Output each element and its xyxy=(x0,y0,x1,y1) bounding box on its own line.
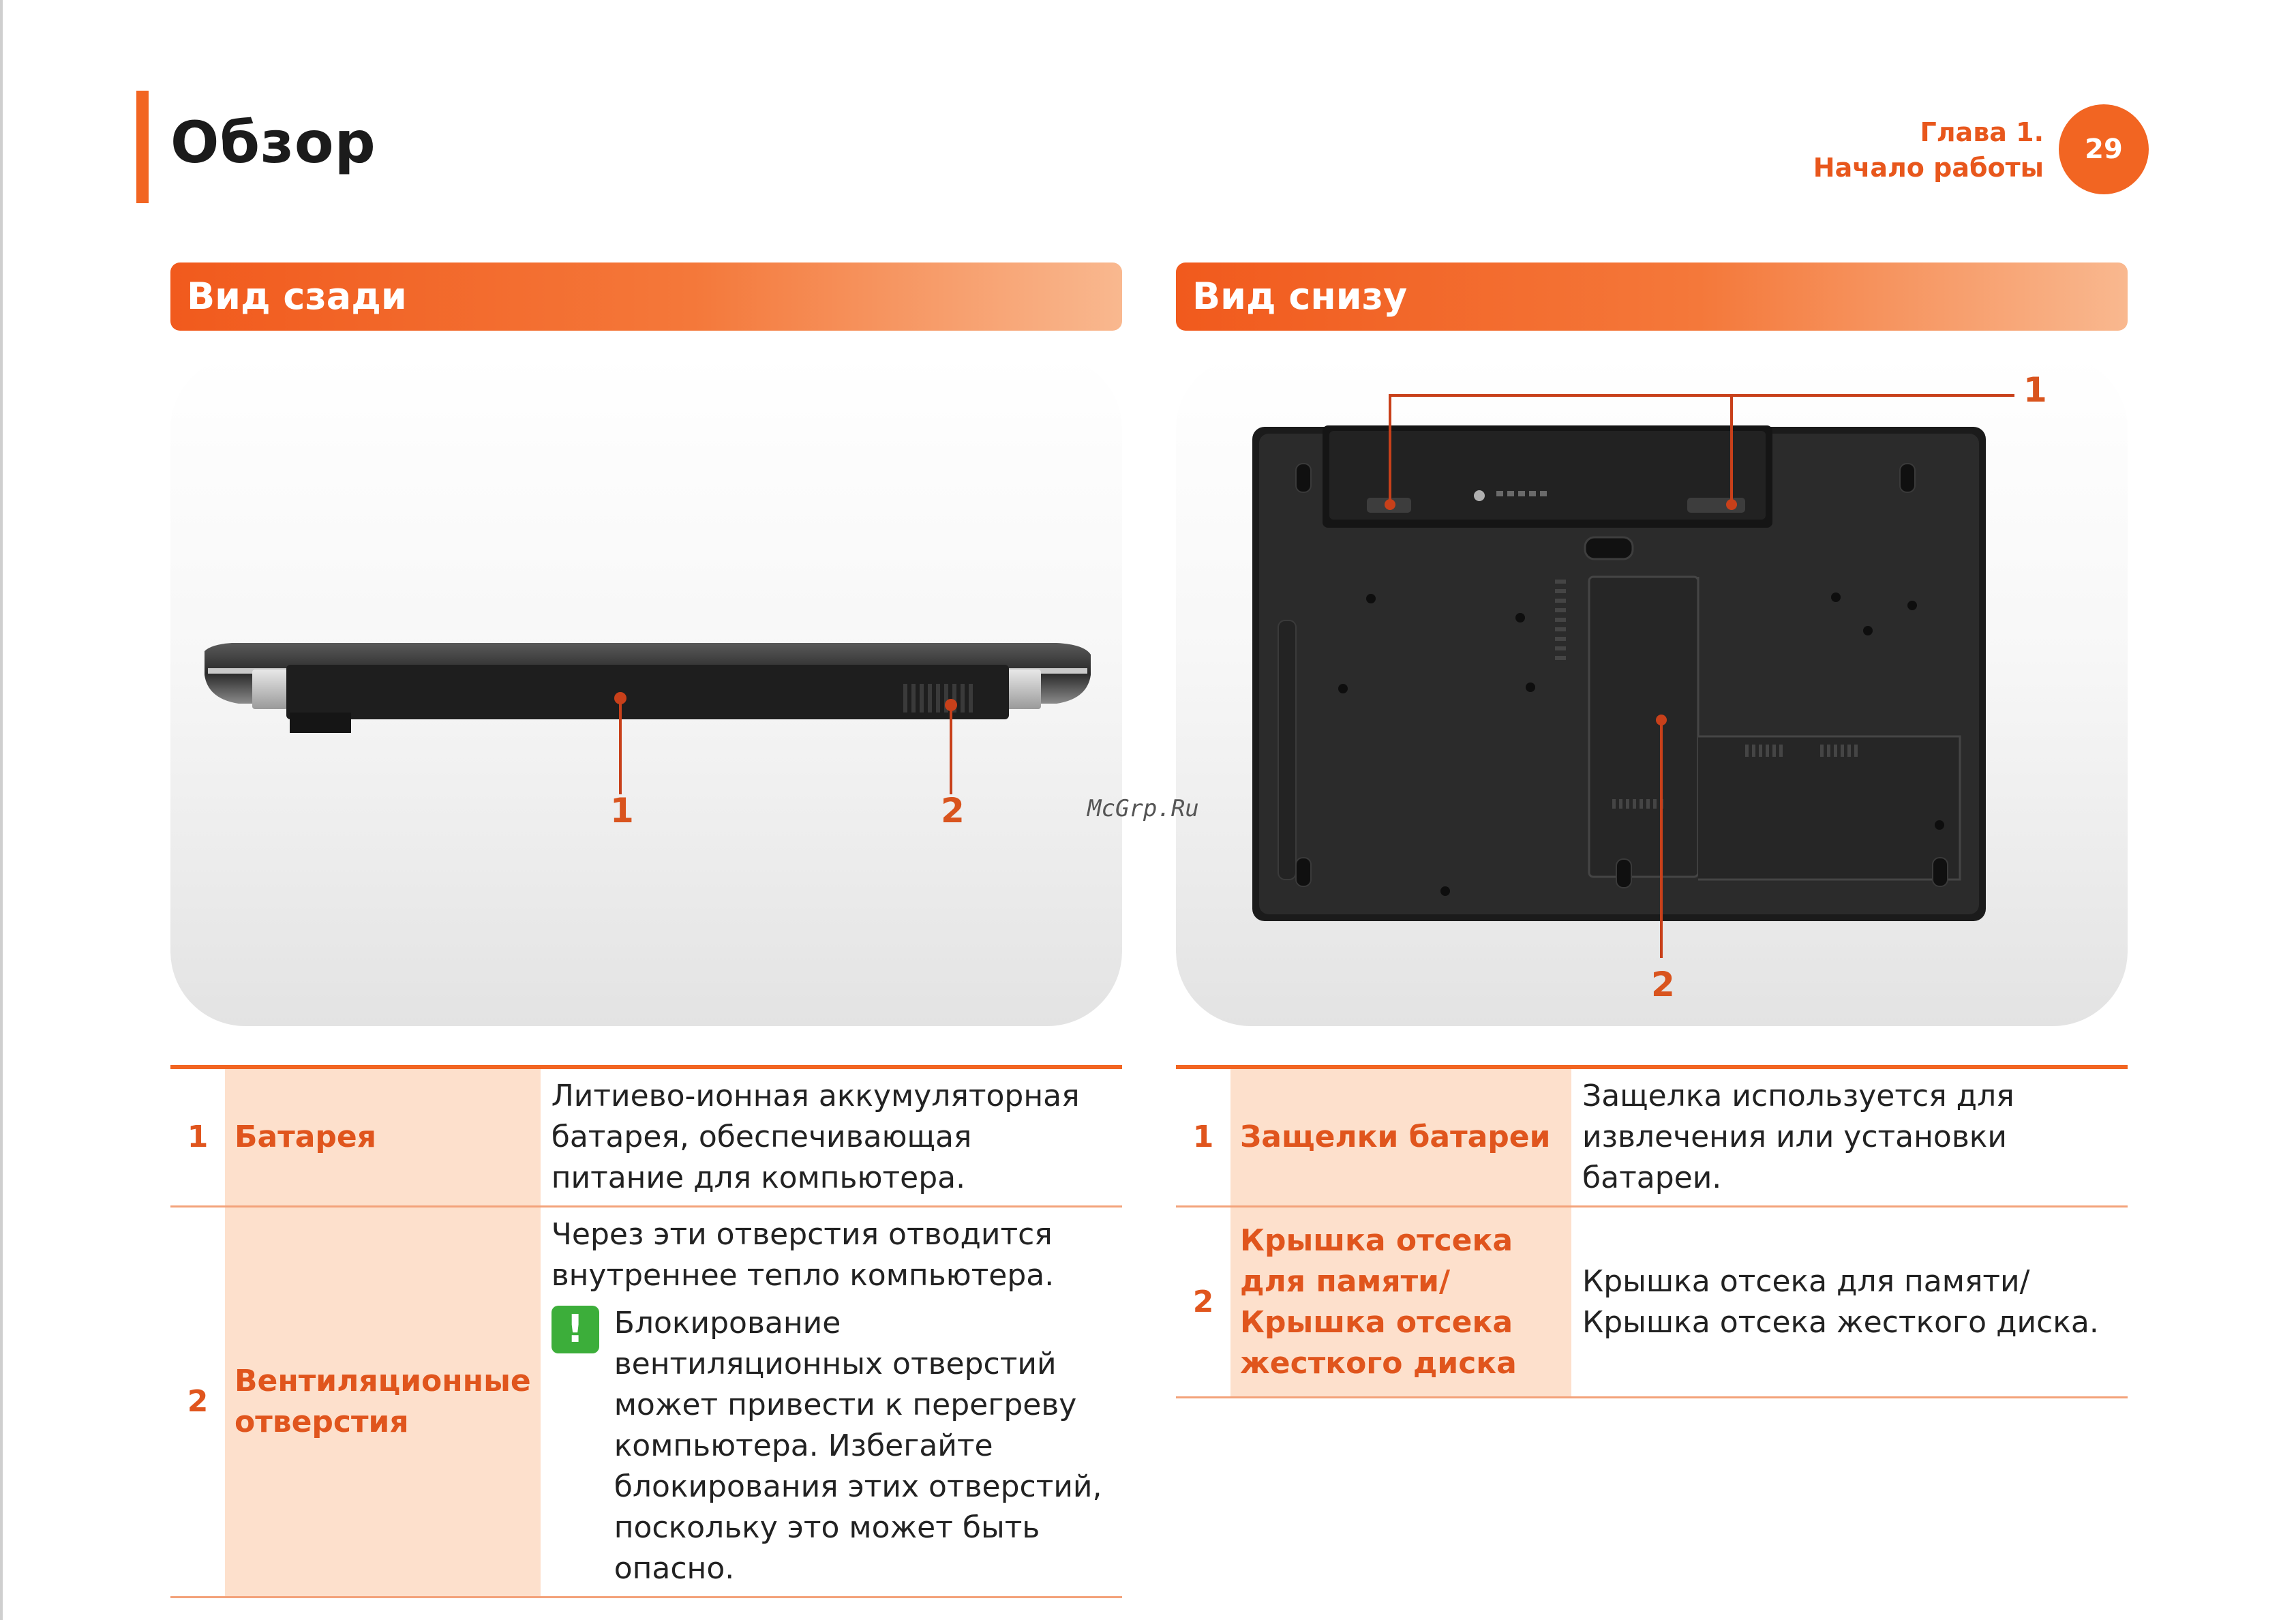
component-description: Через эти отверстия отводится внутреннее… xyxy=(551,1217,1055,1293)
table-row: 1 Защелки батареи Защелка используется д… xyxy=(1176,1067,2128,1208)
callout-rear-1: 1 xyxy=(610,791,634,830)
row-number: 2 xyxy=(1176,1206,1230,1398)
callout-bottom-1: 1 xyxy=(2023,370,2047,410)
component-description: Крышка отсека для памяти/Крышка отсека ж… xyxy=(1571,1206,2128,1398)
component-description: Защелка используется для извлечения или … xyxy=(1571,1067,2128,1208)
callout-bottom-2: 2 xyxy=(1651,965,1675,1004)
component-description: Литиево-ионная аккумуляторная батарея, о… xyxy=(540,1067,1122,1208)
chapter-number: Глава 1. xyxy=(1920,117,2044,147)
rear-view-photo-panel: 1 2 xyxy=(170,355,1122,1026)
component-description-cell: Через эти отверстия отводится внутреннее… xyxy=(540,1206,1122,1598)
component-name: Батарея xyxy=(225,1067,541,1208)
component-name: Вентиляционные отверстия xyxy=(225,1206,541,1598)
laptop-rear-illustration xyxy=(205,643,1091,794)
title-accent-bar xyxy=(136,91,149,203)
warning-text: Блокирование вентиляционных отверстий мо… xyxy=(614,1306,1102,1586)
section-header-bottom-view: Вид снизу xyxy=(1176,262,2128,331)
component-name: Защелки батареи xyxy=(1230,1067,1571,1208)
watermark: McGrp.Ru xyxy=(1087,795,1199,822)
rear-view-table: 1 Батарея Литиево-ионная аккумуляторная … xyxy=(170,1065,1122,1598)
page-number-badge: 29 xyxy=(2059,104,2149,194)
bottom-view-photo-panel: 1 2 xyxy=(1176,355,2128,1026)
row-number: 1 xyxy=(170,1067,225,1208)
warning-note: ! Блокирование вентиляционных отверстий … xyxy=(551,1303,1111,1589)
table-row: 2 Крышка отсека для памяти/Крышка отсека… xyxy=(1176,1206,2128,1398)
callout-rear-2: 2 xyxy=(941,791,965,830)
page-title: Обзор xyxy=(170,109,376,176)
chapter-label: Глава 1. Начало работы xyxy=(1813,115,2044,185)
laptop-bottom-illustration xyxy=(1252,394,2014,958)
table-row: 2 Вентиляционные отверстия Через эти отв… xyxy=(170,1206,1122,1598)
table-row: 1 Батарея Литиево-ионная аккумуляторная … xyxy=(170,1067,1122,1208)
chapter-title: Начало работы xyxy=(1813,153,2044,183)
bottom-view-table: 1 Защелки батареи Защелка используется д… xyxy=(1176,1065,2128,1398)
row-number: 2 xyxy=(170,1206,225,1598)
exclamation-warning-icon: ! xyxy=(551,1306,599,1353)
row-number: 1 xyxy=(1176,1067,1230,1208)
section-header-rear-view: Вид сзади xyxy=(170,262,1122,331)
page-border xyxy=(0,0,3,1620)
component-name: Крышка отсека для памяти/Крышка отсека ж… xyxy=(1230,1206,1571,1398)
